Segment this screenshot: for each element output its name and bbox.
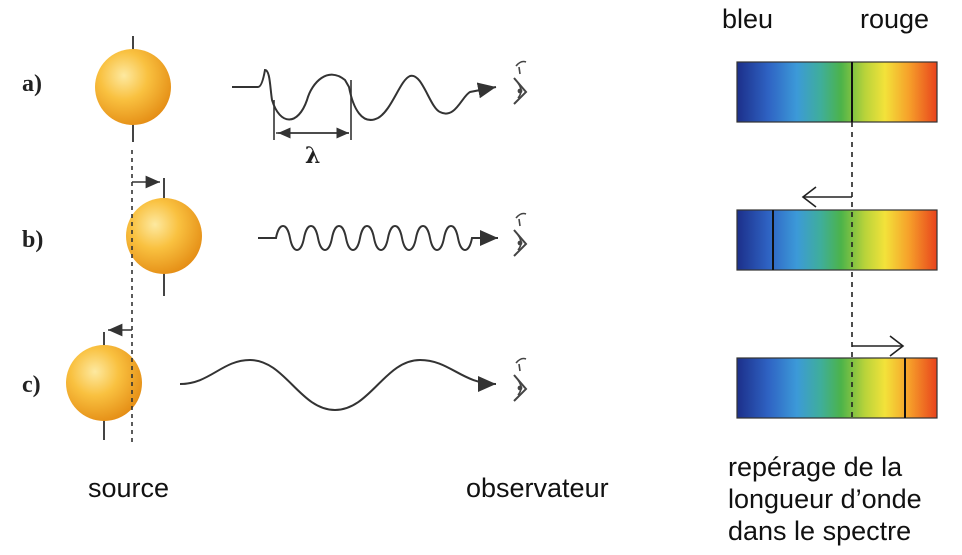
- eye-icon: [513, 60, 527, 105]
- caption-spectrum-line-1: repérage de la: [728, 452, 903, 482]
- caption-source: source: [88, 473, 170, 503]
- row-label-c: c): [22, 372, 41, 398]
- source-star-a: [95, 36, 171, 142]
- spectrum-b: [736, 209, 938, 271]
- spectrum-a: [736, 61, 938, 123]
- caption-observer: observateur: [466, 473, 609, 503]
- row-label-a: a): [22, 71, 42, 97]
- caption-spectrum: repérage de la longueur d’onde dans le s…: [728, 451, 922, 547]
- caption-spectrum-line-2: longueur d’onde: [728, 484, 922, 514]
- wave-c: [179, 358, 497, 412]
- wave-a: λ: [232, 68, 497, 169]
- spectrum-label-blue: bleu: [722, 4, 774, 34]
- caption-spectrum-line-3: dans le spectre: [728, 516, 912, 546]
- blueshift-arrow: [801, 186, 852, 208]
- wavelength-label: λ: [305, 143, 320, 169]
- source-star-c: [66, 332, 142, 440]
- eye-icon: [513, 357, 527, 402]
- wave-b: [258, 225, 498, 251]
- redshift-arrow: [852, 335, 905, 357]
- spectrum-c: [736, 357, 938, 419]
- spectrum-label-red: rouge: [860, 4, 930, 34]
- row-label-b: b): [22, 227, 43, 253]
- source-star-b: [126, 178, 202, 296]
- eye-icon: [513, 212, 527, 257]
